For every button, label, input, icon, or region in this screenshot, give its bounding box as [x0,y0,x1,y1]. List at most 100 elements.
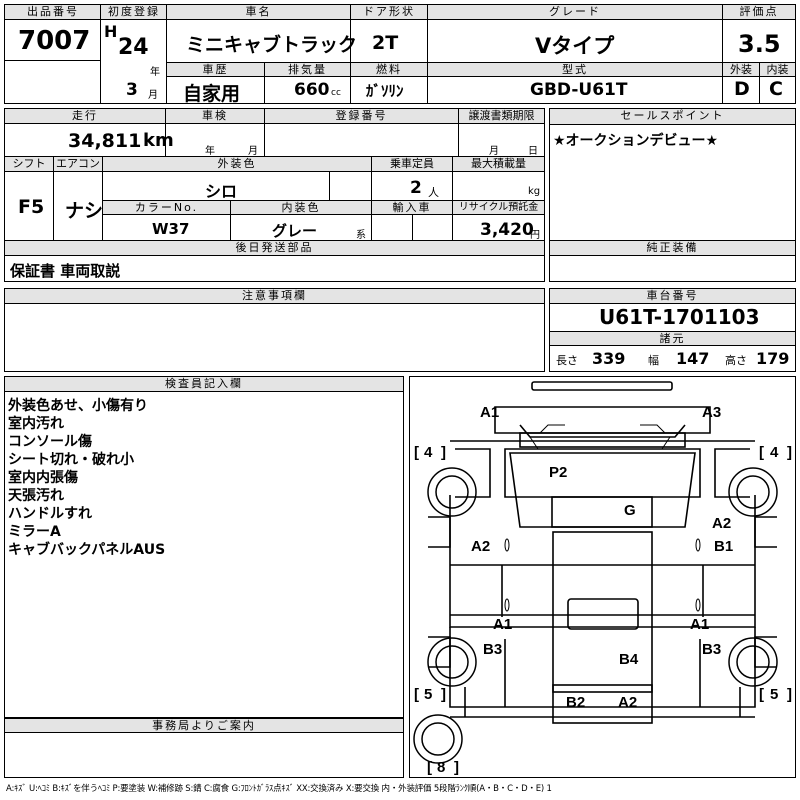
damage-mark: B1 [714,538,733,555]
exterior-label: 外装 [723,63,759,77]
reg-year: 24 [118,35,149,60]
svg-text:[: [ [759,444,764,461]
inspector-line: シート切れ・破れ小 [8,452,134,468]
displacement: 660 [294,80,330,100]
height: 179 [756,349,790,368]
damage-mark: A1 [493,616,512,633]
score: 3.5 [738,30,781,58]
inspector-line: ハンドルすれ [8,506,92,522]
mileage-unit: km [143,130,174,151]
vehicle-diagram: [ 4 ] [ 4 ] [ 5 ] [ 5 ] [ 8 ] A1 A3 P2 G… [413,381,792,776]
office-label: 事務局よりご案内 [5,719,403,733]
length: 339 [592,349,626,368]
interior-label: 内装 [760,63,795,77]
inspector-box [4,376,404,718]
era: H [104,22,118,41]
tire-rear-left: 5 [424,686,432,703]
damage-mark: A1 [480,404,499,421]
grade: Vタイプ [535,34,615,58]
damage-mark: P2 [549,464,567,481]
transfer-day-unit: 日 [528,146,538,157]
chassis-label: 車台番号 [550,289,795,304]
inspector-label: 検査員記入欄 [5,377,403,392]
capacity: 2 [410,178,422,198]
tire-front-left-bracket-close: ] [441,444,446,461]
tire-rear-right: 5 [770,686,778,703]
damage-mark: B3 [702,641,721,658]
score-label: 評価点 [723,5,795,20]
later-shipping-label: 後日発送部品 [5,241,544,256]
grade-label: グレード [428,5,722,20]
damage-mark: A2 [471,538,490,555]
exterior-color: シロ [205,182,238,201]
interior-color-unit: 系 [356,230,366,241]
top-block [4,4,796,104]
inspector-line: キャブバックパネルAUS [8,542,166,558]
svg-text:[: [ [414,686,419,703]
inspection-label: 車検 [166,109,264,124]
month-unit: 月 [148,90,158,101]
exterior-color-label: 外装色 [103,157,371,172]
tire-spare: 8 [437,759,445,776]
length-label: 長さ [556,354,578,367]
svg-text:]: ] [441,686,446,703]
vehicle-diagram-box [409,376,796,778]
displacement-unit: cc [331,88,341,98]
model: GBD-U61T [530,80,628,100]
color-no-label: カラーNo. [103,201,230,215]
color-no: W37 [152,220,190,238]
width: 147 [676,349,710,368]
mileage-label: 走行 [5,109,165,124]
insp-year-unit: 年 [205,146,215,157]
interior-grade: C [769,78,783,100]
tire-front-left: 4 [424,444,433,461]
inspector-line: ミラーA [8,524,61,540]
width-label: 幅 [648,354,659,367]
recycle-label: リサイクル預託金 [453,201,544,215]
genuine-equipment-label: 純正装備 [550,241,795,256]
inspector-line: 外装色あせ、小傷有り [8,398,148,414]
reg-number-label: 登録番号 [265,109,458,124]
svg-text:]: ] [787,444,792,461]
damage-mark: B2 [566,694,585,711]
recycle-unit: 円 [530,230,540,241]
damage-mark: B4 [619,651,639,668]
model-label: 型式 [428,63,722,77]
damage-mark: A2 [618,694,637,711]
recycle: 3,420 [480,220,534,240]
damage-mark: G [624,502,636,519]
transfer-label: 譲渡書類期限 [459,109,544,124]
inspector-line: 天張汚れ [8,488,64,504]
notes-label: 注意事項欄 [5,289,544,304]
reg-month: 3 [126,80,138,100]
svg-text:]: ] [454,759,459,776]
capacity-unit: 人 [428,186,439,199]
import-label: 輸入車 [372,201,452,215]
inspector-line: 室内汚れ [8,416,64,432]
shift: F5 [18,196,45,218]
chassis-number: U61T-1701103 [599,305,760,329]
first-reg-label: 初度登録 [101,5,167,20]
selling-points-text: ★オークションデビュー★ [553,133,719,149]
insp-month-unit: 月 [248,146,258,157]
selling-points-label: セールスポイント [550,109,795,125]
fuel: ｶﾞｿﾘﾝ [366,82,404,100]
ac-label: エアコン [54,157,102,172]
displacement-label: 排気量 [265,63,350,77]
inspector-line: 室内内張傷 [8,470,78,486]
svg-text:]: ] [787,686,792,703]
shift-label: シフト [5,157,53,172]
interior-color: グレー [272,222,318,240]
max-load-label: 最大積載量 [453,157,544,172]
mileage: 34,811 [68,130,142,152]
car-name-label: 車名 [167,5,350,20]
ac: ナシ [65,200,104,222]
later-shipping-text: 保証書 車両取説 [10,262,121,280]
transfer-month-unit: 月 [489,146,499,157]
inspector-line: コンソール傷 [8,434,92,450]
history-label: 車歴 [167,63,264,77]
capacity-label: 乗車定員 [372,157,452,172]
history: 自家用 [183,83,241,105]
interior-color-label: 内装色 [231,201,371,215]
height-label: 高さ [725,354,747,367]
